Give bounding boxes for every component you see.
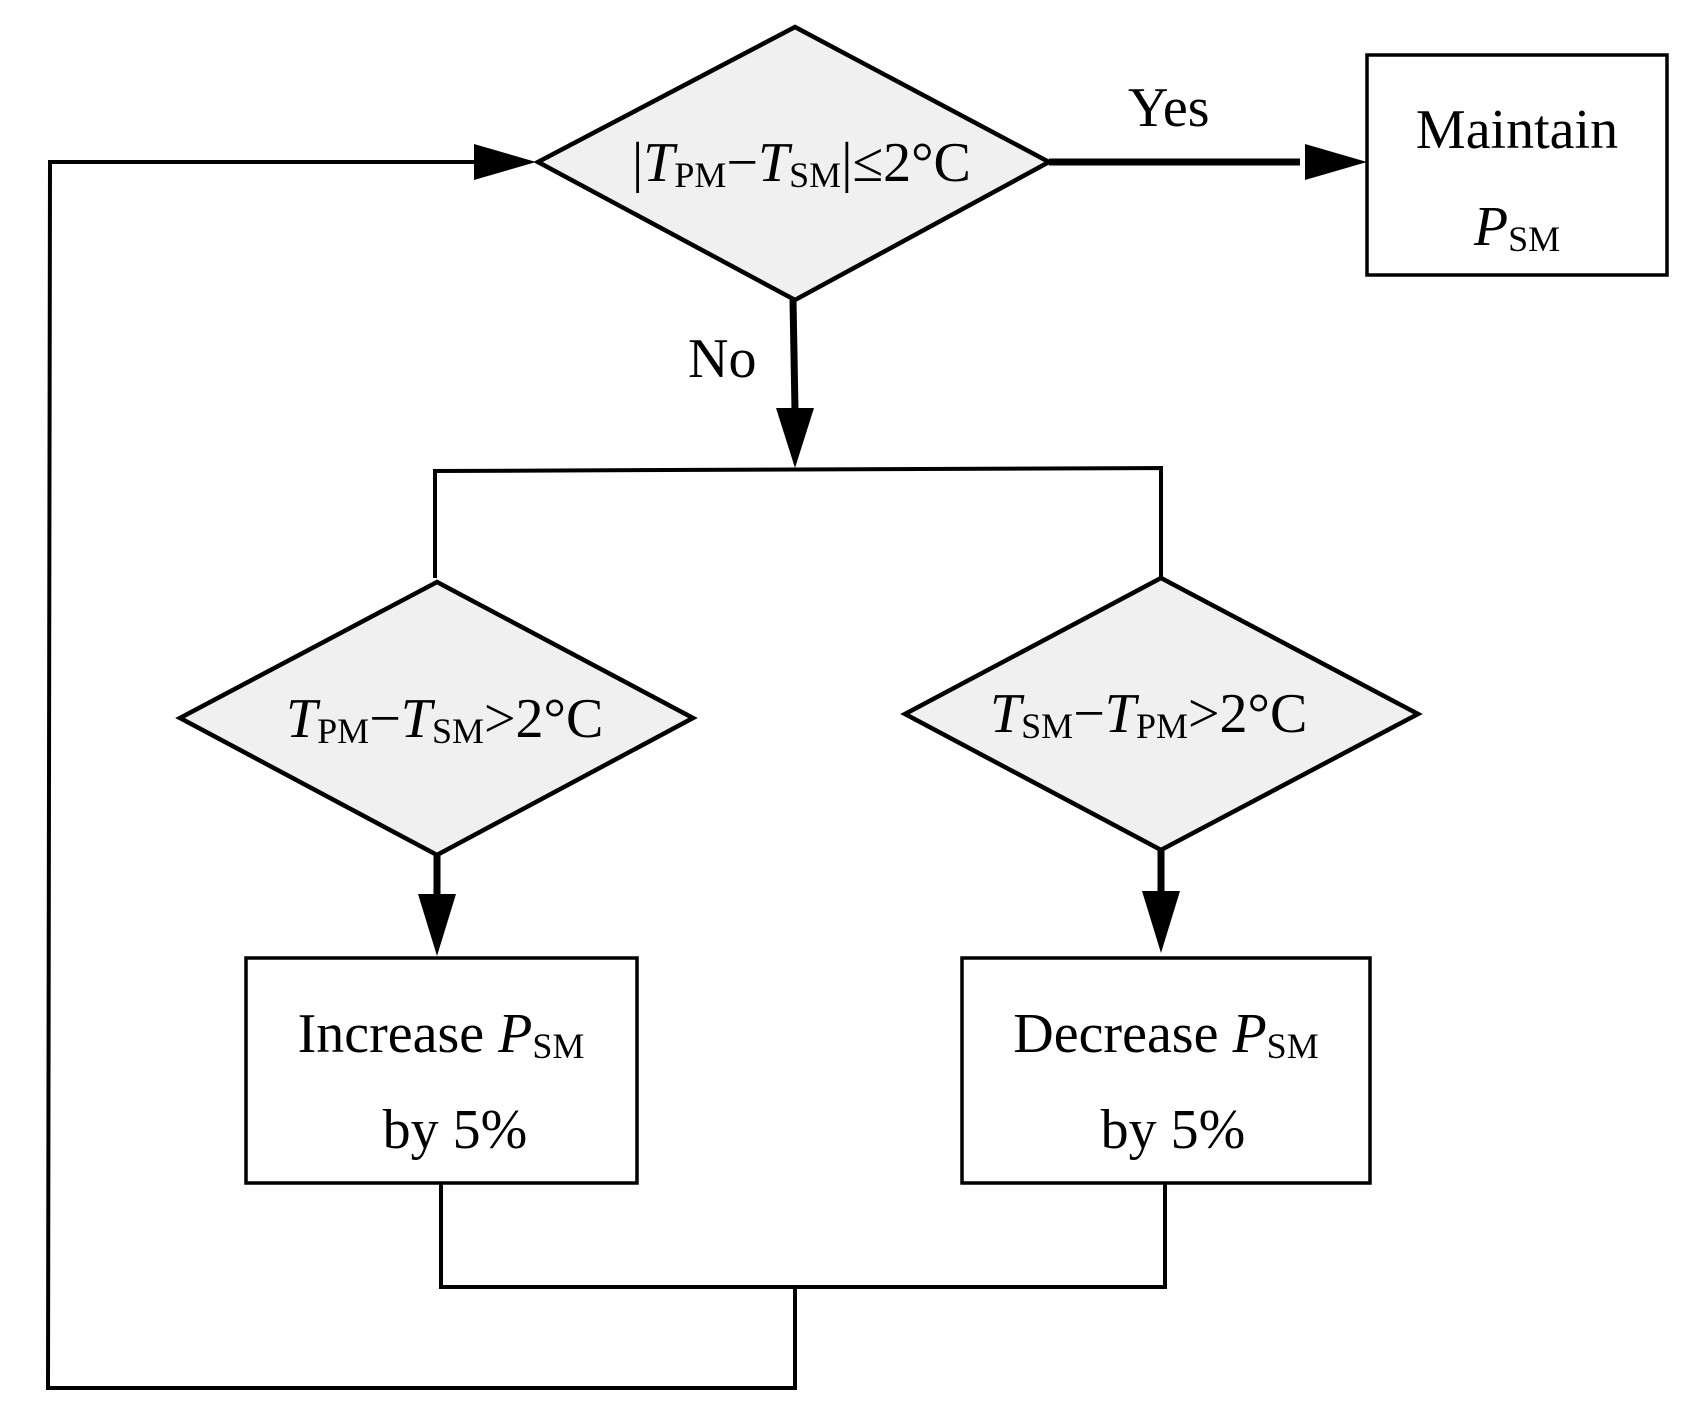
decision-left-text: TPM−TSM>2°C	[286, 688, 603, 751]
decision-right-lhs-sub: SM	[1021, 706, 1073, 746]
decrease-prefix: Decrease	[1013, 1003, 1232, 1065]
maintain-var: P	[1473, 196, 1508, 258]
decision-right-lhs: T	[990, 683, 1025, 745]
decision-left-rhs-sub: SM	[432, 711, 484, 751]
decrease-line1: Decrease PSM	[1013, 1003, 1318, 1066]
increase-prefix: Increase	[298, 1003, 499, 1065]
increase-var-sub: SM	[532, 1026, 584, 1066]
decrease-line2: by 5%	[1101, 1099, 1246, 1161]
decision-top-lhs: T	[643, 132, 678, 194]
decision-right-tail: >2°C	[1188, 683, 1307, 745]
decision-top-rhs: T	[758, 132, 793, 194]
maintain-line2: PSM	[1473, 196, 1560, 259]
decision-right-op: −	[1073, 683, 1105, 745]
process-increase-psm	[244, 956, 639, 1185]
edge-no-line	[789, 299, 799, 411]
decision-top-op: −	[726, 132, 758, 194]
decision-left-lhs: T	[286, 688, 321, 750]
arrowhead-no	[776, 408, 814, 468]
process-decrease-psm	[960, 956, 1372, 1185]
decrease-var: P	[1231, 1003, 1266, 1065]
arrowhead-right	[1142, 891, 1180, 953]
maintain-var-sub: SM	[1508, 219, 1560, 259]
branch-split-connector	[433, 465, 1163, 578]
decision-right-rhs-sub: PM	[1136, 706, 1188, 746]
decrease-var-sub: SM	[1267, 1026, 1319, 1066]
arrowhead-yes	[1305, 144, 1367, 180]
decision-left-op: −	[369, 688, 401, 750]
arrowhead-left	[418, 894, 456, 956]
decision-top-text: |TPM−TSM|≤2°C	[632, 132, 971, 195]
decision-left-tail: >2°C	[484, 688, 603, 750]
maintain-line1: Maintain	[1416, 99, 1618, 161]
decision-left-lhs-sub: PM	[317, 711, 369, 751]
edge-no-label: No	[688, 328, 756, 390]
decision-right-rhs: T	[1105, 683, 1140, 745]
decision-top-tail: ≤2°C	[852, 132, 970, 194]
decision-right-text: TSM−TPM>2°C	[990, 683, 1307, 746]
process-maintain-psm	[1365, 53, 1669, 277]
decision-top-lhs-sub: PM	[674, 155, 726, 195]
increase-line1: Increase PSM	[298, 1003, 585, 1066]
arrowhead-feedback	[474, 144, 536, 180]
merge-connector	[439, 1183, 1167, 1289]
increase-line2: by 5%	[383, 1099, 528, 1161]
increase-var: P	[497, 1003, 532, 1065]
edge-yes-label: Yes	[1128, 77, 1209, 139]
decision-top-rhs-sub: SM	[789, 155, 841, 195]
decision-left-rhs: T	[401, 688, 436, 750]
feedback-loop-line	[45, 160, 797, 1390]
